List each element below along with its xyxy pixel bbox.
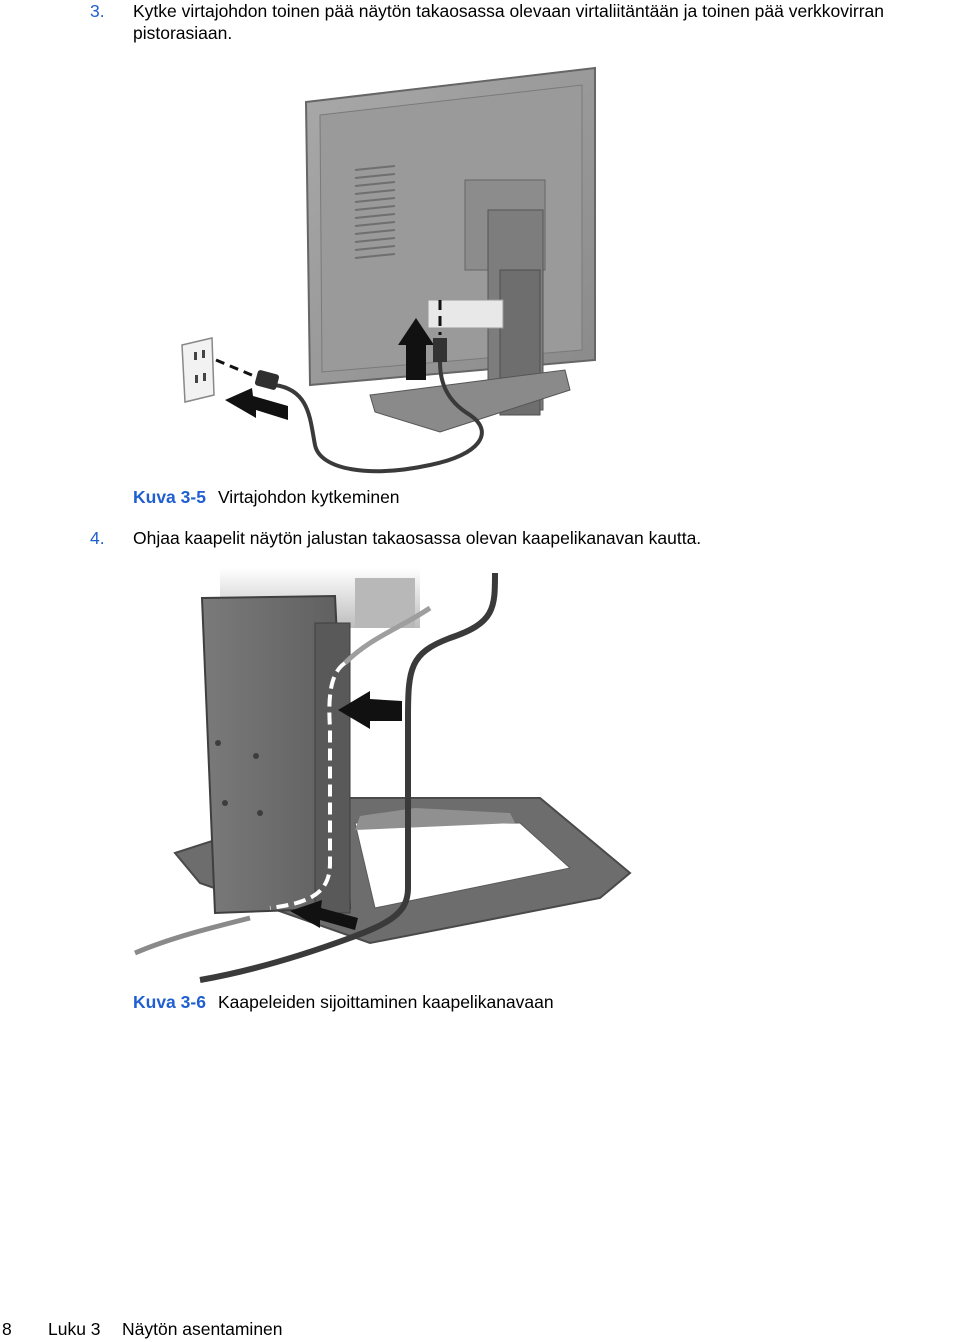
step-number: 4.	[90, 528, 105, 548]
figure-power-cord	[170, 60, 610, 480]
monitor-power-illustration	[181, 66, 596, 474]
figure-caption-3-6: Kuva 3-6 Kaapeleiden sijoittaminen kaapel…	[133, 991, 554, 1013]
figure-label: Kuva 3-5	[133, 487, 206, 507]
figure-label: Kuva 3-6	[133, 992, 206, 1012]
footer-chapter: Luku 3	[48, 1319, 101, 1339]
step-text: Kytke virtajohdon toinen pää näytön taka…	[133, 1, 885, 43]
stand-cable-illustration	[134, 568, 632, 983]
figure-caption-text: Kaapeleiden sijoittaminen kaapelikanavaa…	[217, 992, 554, 1012]
footer-chapter-title: Näytön asentaminen	[122, 1319, 283, 1339]
page-number: 8	[2, 1319, 12, 1339]
step-text: Ohjaa kaapelit näytön jalustan takaosass…	[133, 528, 702, 548]
figure-caption-text: Virtajohdon kytkeminen	[217, 487, 400, 507]
step-number: 3.	[90, 1, 105, 21]
figure-caption-3-5: Kuva 3-5 Virtajohdon kytkeminen	[133, 486, 400, 508]
figure-cable-channel	[130, 568, 640, 988]
